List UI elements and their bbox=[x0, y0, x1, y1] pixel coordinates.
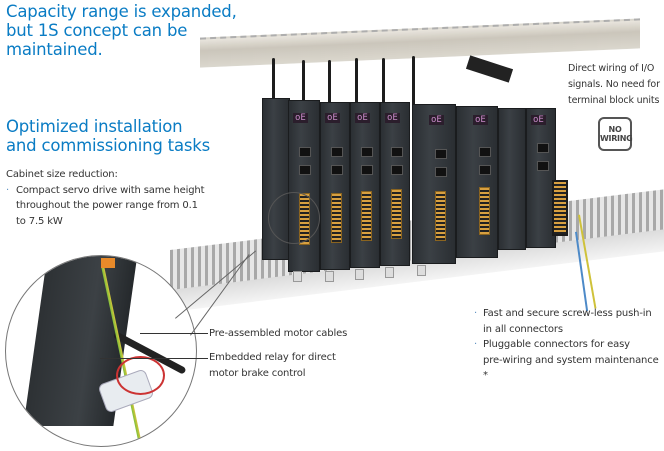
bullet-marker: · bbox=[474, 308, 478, 319]
top-wire bbox=[382, 58, 385, 103]
servo-drive-rack: oE oE oE oE oE oE oE bbox=[262, 55, 562, 282]
bullet-line: Fast and secure screw-less push-in bbox=[483, 308, 652, 319]
servo-module: oE bbox=[380, 102, 410, 278]
servo-display: oE bbox=[473, 115, 488, 125]
top-wire bbox=[272, 58, 275, 103]
io-wiring-callout: Direct wiring of I/O signals. No need fo… bbox=[568, 61, 664, 109]
ethercat-port bbox=[479, 165, 491, 175]
servo-module: oE bbox=[456, 106, 498, 258]
cable-clip bbox=[355, 269, 364, 280]
servo-module-blank bbox=[498, 108, 526, 250]
headline-line: but 1S concept can be bbox=[6, 21, 188, 40]
ethercat-port bbox=[299, 147, 311, 157]
magnify-origin-circle bbox=[268, 192, 320, 244]
cable-clip bbox=[293, 271, 302, 282]
callout-line-text: motor brake control bbox=[209, 367, 306, 379]
ethercat-port bbox=[391, 147, 403, 157]
servo-display: oE bbox=[325, 113, 340, 123]
callout-line-motor-cables bbox=[140, 333, 208, 334]
ethercat-port bbox=[435, 167, 447, 177]
io-connector bbox=[435, 191, 446, 241]
cable-clip bbox=[325, 271, 334, 282]
cable-clip bbox=[385, 267, 394, 278]
servo-module: oE bbox=[526, 108, 556, 248]
ethercat-port bbox=[479, 147, 491, 157]
headline-line: Capacity range is expanded, bbox=[6, 2, 237, 21]
connector-bullet: · Pluggable connectors for easy pre-wiri… bbox=[474, 337, 664, 384]
relay-wire-loop bbox=[116, 356, 165, 395]
bullet-line: throughout the power range from 0.1 bbox=[16, 200, 198, 211]
io-connector bbox=[479, 187, 490, 235]
bullet-line: to 7.5 kW bbox=[16, 215, 63, 227]
io-connector bbox=[331, 193, 342, 243]
cabinet-reduction-text: Cabinet size reduction: · Compact servo … bbox=[6, 167, 246, 229]
servo-module: oE bbox=[320, 102, 350, 282]
bullet-marker: · bbox=[474, 339, 478, 350]
headline-line: maintained. bbox=[6, 40, 103, 59]
section-title-line: and commissioning tasks bbox=[6, 136, 211, 155]
io-connector bbox=[391, 189, 402, 239]
section-title-line: Optimized installation bbox=[6, 117, 183, 136]
bullet-line: Compact servo drive with same height bbox=[16, 184, 205, 196]
ethercat-port bbox=[299, 165, 311, 175]
servo-display: oE bbox=[429, 115, 444, 125]
motor-cables-callout: Pre-assembled motor cables bbox=[209, 326, 409, 342]
detail-magnifier bbox=[5, 255, 197, 447]
ethercat-port bbox=[331, 147, 343, 157]
ethercat-port bbox=[537, 143, 549, 153]
ethercat-port bbox=[537, 161, 549, 171]
headline: Capacity range is expanded, but 1S conce… bbox=[6, 2, 266, 59]
servo-module: oE bbox=[288, 100, 320, 282]
callout-line-text: Pre-assembled motor cables bbox=[209, 328, 348, 339]
brake-relay-callout: Embedded relay for direct motor brake co… bbox=[209, 350, 409, 381]
no-wiring-badge-icon: NO WIRING bbox=[598, 117, 633, 151]
io-connector-plug bbox=[552, 180, 568, 236]
io-callout-line: signals. No need for bbox=[568, 79, 660, 90]
cable-clip bbox=[417, 265, 426, 276]
bullet-marker: · bbox=[6, 184, 10, 196]
servo-display: oE bbox=[355, 113, 370, 123]
badge-line: NO bbox=[608, 125, 622, 134]
callout-line-brake-relay bbox=[100, 358, 208, 359]
callout-line-text: Embedded relay for direct bbox=[209, 352, 336, 363]
top-connector-block bbox=[465, 55, 514, 83]
ethercat-port bbox=[361, 165, 373, 175]
servo-module: oE bbox=[412, 104, 456, 276]
servo-module: oE bbox=[350, 102, 380, 280]
ethercat-port bbox=[361, 147, 373, 157]
io-callout-line: Direct wiring of I/O bbox=[568, 63, 655, 74]
servo-display: oE bbox=[531, 115, 546, 125]
orange-terminal bbox=[101, 258, 115, 268]
top-wire bbox=[328, 60, 331, 105]
top-wire bbox=[355, 58, 358, 103]
connector-features: · Fast and secure screw-less push-in in … bbox=[474, 306, 664, 384]
section-title: Optimized installation and commissioning… bbox=[6, 117, 246, 155]
servo-display: oE bbox=[293, 113, 308, 123]
top-wire bbox=[302, 60, 305, 105]
ethercat-port bbox=[331, 165, 343, 175]
cabinet-subheading: Cabinet size reduction: bbox=[6, 169, 118, 180]
connector-bullet: · Fast and secure screw-less push-in in … bbox=[474, 306, 664, 337]
bullet-line: in all connectors bbox=[483, 323, 563, 335]
ethercat-port bbox=[391, 165, 403, 175]
bullet-line: pre-wiring and system maintenance * bbox=[483, 354, 659, 382]
top-wire bbox=[412, 56, 415, 111]
bullet-line: Pluggable connectors for easy bbox=[483, 339, 630, 350]
servo-display: oE bbox=[385, 113, 400, 123]
badge-line: WIRING bbox=[600, 134, 633, 143]
ethercat-port bbox=[435, 149, 447, 159]
io-connector bbox=[361, 191, 372, 241]
io-callout-line: terminal block units bbox=[568, 95, 660, 106]
